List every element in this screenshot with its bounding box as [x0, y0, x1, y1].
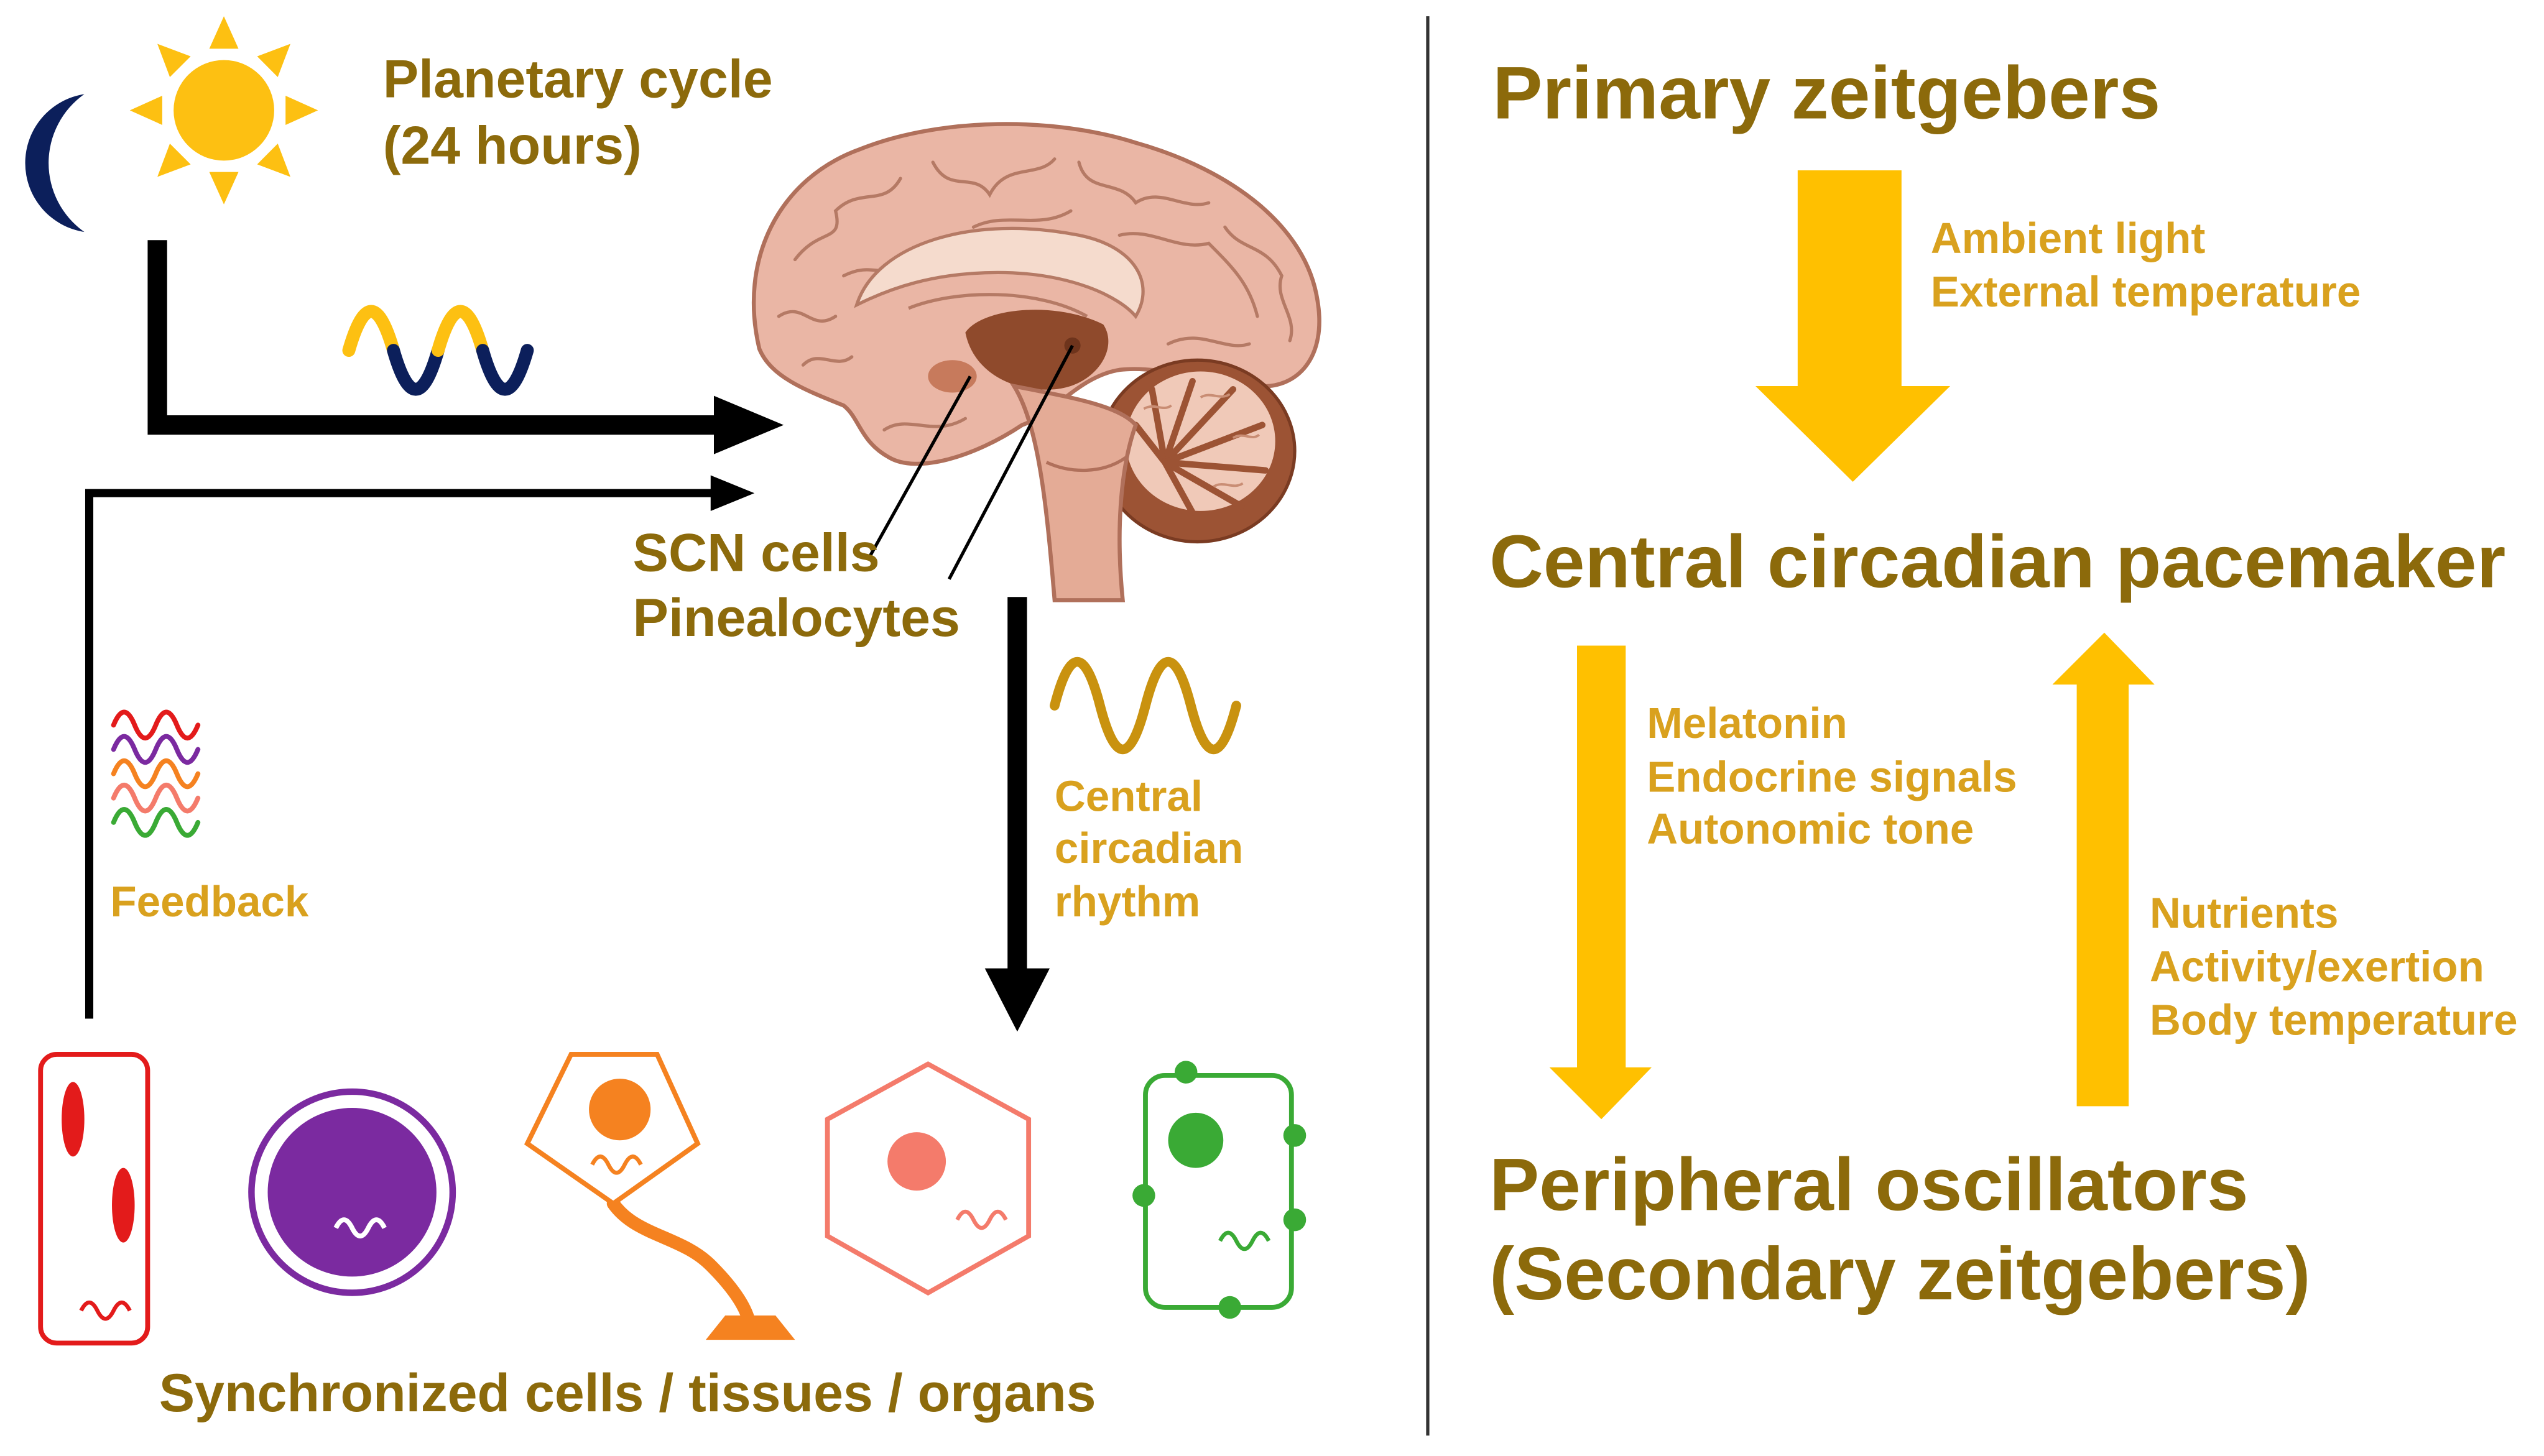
feedback-label: Feedback	[110, 877, 308, 926]
activity-exertion-label: Activity/exertion	[2150, 942, 2484, 991]
pinealocyte-pointer-line	[947, 344, 1074, 580]
central-rhythm-arrow	[984, 597, 1050, 1032]
right-panel: Primary zeitgebers Ambient light Externa…	[1489, 52, 2517, 1315]
ambient-light-label: Ambient light	[1931, 214, 2206, 262]
central-rhythm-wave-icon	[1050, 657, 1241, 754]
green-cell-icon	[1132, 1061, 1307, 1319]
moon-icon	[25, 94, 85, 233]
endocrine-signals-label: Endocrine signals	[1647, 752, 2017, 801]
brainstem	[1009, 383, 1139, 602]
feedback-wave-green	[111, 807, 201, 838]
left-panel: Planetary cycle (24 hours)	[25, 16, 1321, 1423]
purple-cell-icon	[248, 1088, 456, 1296]
nutrients-label: Nutrients	[2150, 888, 2338, 937]
feedback-arrow	[85, 475, 755, 1019]
body-temperature-label: Body temperature	[2150, 996, 2518, 1044]
cerebellum	[1098, 358, 1297, 544]
autonomic-tone-label: Autonomic tone	[1647, 804, 1974, 853]
planetary-cycle-label: Planetary cycle	[383, 50, 773, 109]
melatonin-label: Melatonin	[1647, 699, 1848, 747]
cerebrum	[751, 122, 1321, 466]
central-pacemaker-title: Central circadian pacemaker	[1489, 520, 2505, 604]
central-rhythm-label-2: circadian	[1055, 824, 1244, 872]
sun-icon	[129, 16, 318, 205]
primary-zeitgebers-title: Primary zeitgebers	[1492, 52, 2160, 135]
feedback-wave-salmon	[111, 783, 201, 814]
planetary-input-arrow	[147, 240, 784, 454]
scn-cells-label: SCN cells	[633, 523, 880, 583]
planetary-cycle-duration: (24 hours)	[383, 116, 642, 176]
scn-pointer-line	[866, 376, 972, 561]
feedback-wave-orange	[111, 758, 201, 790]
hexagon-cell-icon	[825, 1061, 1032, 1296]
feedback-wave-purple	[111, 734, 201, 765]
central-rhythm-label-1: Central	[1055, 772, 1203, 821]
central-rhythm-label-3: rhythm	[1055, 877, 1200, 926]
pacemaker-to-peripheral-arrow	[1549, 645, 1652, 1120]
peripheral-to-pacemaker-arrow	[2052, 632, 2155, 1107]
feedback-waves-icon	[111, 709, 201, 838]
pons	[1045, 456, 1127, 472]
peripheral-oscillators-title: Peripheral oscillators	[1489, 1143, 2249, 1226]
primary-to-pacemaker-arrow	[1755, 170, 1951, 482]
thalamus	[965, 310, 1109, 390]
fornix	[908, 293, 1088, 318]
pinealocytes-label: Pinealocytes	[633, 588, 960, 648]
feedback-wave-red	[111, 709, 201, 740]
day-night-wave-icon	[342, 305, 534, 396]
external-temperature-label: External temperature	[1931, 267, 2361, 316]
red-cell-icon	[38, 1052, 150, 1346]
brain-illustration	[751, 122, 1321, 602]
secondary-zeitgebers-subtitle: (Secondary zeitgebers)	[1489, 1232, 2310, 1315]
synchronized-label: Synchronized cells / tissues / organs	[159, 1363, 1096, 1423]
corpus-callosum	[854, 226, 1145, 320]
neuron-icon	[524, 1052, 795, 1340]
